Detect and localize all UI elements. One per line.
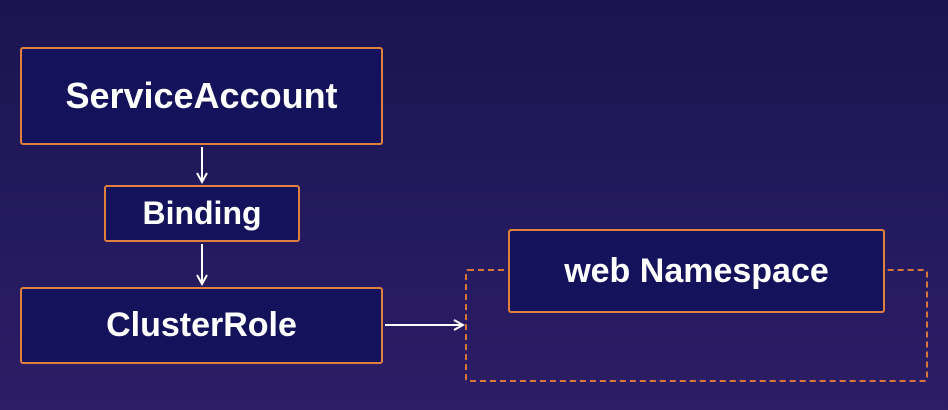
serviceaccount-node: ServiceAccount — [20, 47, 383, 145]
web-namespace-node: web Namespace — [508, 229, 885, 313]
binding-node: Binding — [104, 185, 300, 242]
clusterrole-node: ClusterRole — [20, 287, 383, 364]
